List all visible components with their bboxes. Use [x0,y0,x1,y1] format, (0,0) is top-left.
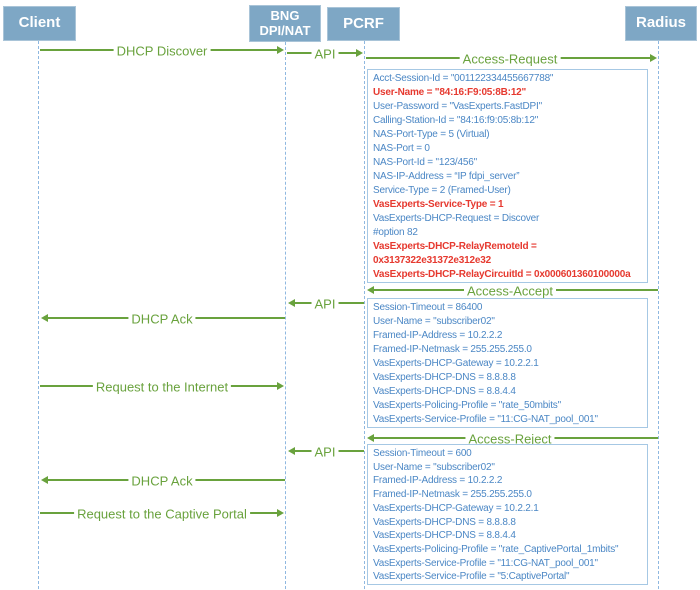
lifeline-pcrf [363,41,365,589]
packet-attribute-line: VasExperts-DHCP-RelayCircuitId = 0x00060… [373,269,631,280]
packet-attribute-line: 0x3137322e31372e312e32 [373,255,491,266]
packet-attribute-line: #option 82 [373,227,418,238]
packet-attribute-line: VasExperts-DHCP-DNS = 8.8.8.8 [373,516,516,528]
packet-attribute-line: Framed-IP-Netmask = 255.255.255.0 [373,344,532,355]
message-arrowhead [40,313,48,322]
message-arrowhead [355,48,363,57]
message-label: DHCP Ack [128,311,196,326]
packet-attribute-line: User-Password = "VasExperts.FastDPI" [373,101,542,112]
message-label: Access-Request [459,51,561,66]
message-arrowhead [366,433,374,442]
packet-attribute-line: VasExperts-DHCP-Request = Discover [373,213,540,224]
message-arrowhead [40,475,48,484]
message-label: DHCP Ack [128,473,196,488]
message-label: Request to the Captive Portal [74,506,250,521]
actor-label: DPI/NAT [259,22,311,38]
packet-attribute-line: Service-Type = 2 (Framed-User) [373,185,511,196]
packet-attribute-line: VasExperts-Policing-Profile = "rate_50mb… [373,400,561,411]
packet-attribute-line: Acct-Session-Id = "001122334455667788" [373,73,554,84]
message-arrowhead [649,53,657,62]
message-label: API [311,444,339,459]
packet-attribute-line: VasExperts-DHCP-DNS = 8.8.8.8 [373,372,516,383]
packet-attribute-line: NAS-Port = 0 [373,143,430,154]
lifeline-bng [284,42,286,589]
packet-attribute-line: User-Name = "subscriber02" [373,316,495,327]
packet-attribute-line: VasExperts-DHCP-Gateway = 10.2.2.1 [373,358,539,369]
actor-box-client: Client [3,6,76,41]
packet-attribute-line: VasExperts-Service-Profile = "11:CG-NAT_… [373,414,598,425]
packet-attribute-line: Framed-IP-Address = 10.2.2.2 [373,330,503,341]
message-arrowhead [276,45,284,54]
packet-attribute-line: User-Name = "subscriber02" [373,461,495,473]
actor-label: PCRF [343,14,384,32]
message-arrowhead [287,446,295,455]
packet-box-access-request: Acct-Session-Id = "001122334455667788" Us… [367,69,648,283]
message-arrowhead [366,285,374,294]
message-label: API [311,296,339,311]
message-arrowhead [287,298,295,307]
message-arrowhead [276,381,284,390]
message-label: Request to the Internet [92,379,232,394]
packet-attribute-line: Framed-IP-Netmask = 255.255.255.0 [373,489,532,501]
packet-attribute-line: VasExperts-Service-Profile = "5:CaptiveP… [373,571,570,583]
packet-attribute-line: VasExperts-DHCP-RelayRemoteId = [373,241,537,252]
actor-box-radius: Radius [625,6,697,41]
packet-attribute-line: NAS-IP-Address = “IP fdpi_server” [373,171,520,182]
packet-attribute-line: Session-Timeout = 600 [373,448,472,459]
packet-attribute-line: VasExperts-Service-Type = 1 [373,199,504,210]
message-label: DHCP Discover [113,43,211,58]
message-arrowhead [276,508,284,517]
packet-attribute-line: VasExperts-DHCP-DNS = 8.8.4.4 [373,530,516,542]
packet-attribute-line: NAS-Port-Id = "123/456" [373,157,477,168]
lifeline-radius [657,41,659,589]
actor-label: BNG [270,7,300,23]
message-label: Access-Reject [465,431,555,446]
packet-attribute-line: VasExperts-DHCP-Gateway = 10.2.2.1 [373,502,539,514]
actor-box-pcrf: PCRF [327,7,400,41]
message-label: Access-Accept [464,283,556,298]
lifeline-client [37,41,39,589]
actor-label: Client [18,14,61,32]
packet-attribute-line: Framed-IP-Address = 10.2.2.2 [373,475,503,487]
packet-attribute-line: VasExperts-Policing-Profile = "rate_Capt… [373,543,619,555]
actor-label: Radius [635,14,686,32]
packet-attribute-line: User-Name = "84:16:F9:05:8B:12" [373,87,527,98]
message-label: API [311,46,339,61]
packet-attribute-line: VasExperts-Service-Profile = "11:CG-NAT_… [373,557,598,569]
packet-attribute-line: Session-Timeout = 86400 [373,302,483,313]
packet-attribute-line: VasExperts-DHCP-DNS = 8.8.4.4 [373,386,516,397]
packet-attribute-line: NAS-Port-Type = 5 (Virtual) [373,129,490,140]
packet-attribute-line: Calling-Station-Id = "84:16:f9:05:8b:12" [373,115,539,126]
